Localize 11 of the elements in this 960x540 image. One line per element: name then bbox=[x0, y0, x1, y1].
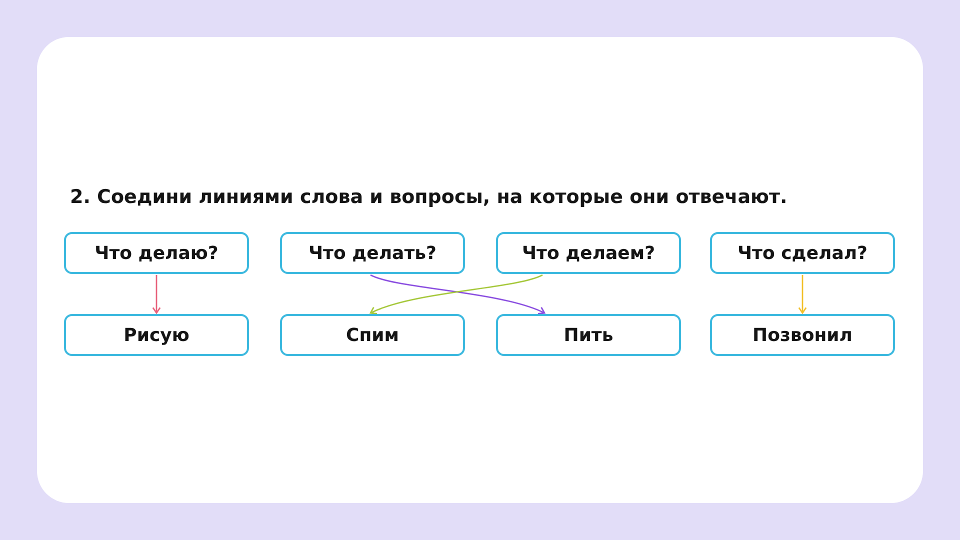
word-card: Спим bbox=[280, 314, 465, 356]
question-card: Что делаем? bbox=[496, 232, 681, 274]
arrow bbox=[152, 275, 161, 314]
task-heading: 2. Соедини линиями слова и вопросы, на которые они отвечают. bbox=[70, 185, 788, 210]
question-card: Что делаю? bbox=[64, 232, 249, 274]
question-card: Что сделал? bbox=[710, 232, 895, 274]
arrow bbox=[798, 275, 807, 314]
question-card: Что делать? bbox=[280, 232, 465, 274]
word-card: Пить bbox=[496, 314, 681, 356]
word-card: Позвонил bbox=[710, 314, 895, 356]
word-card: Рисую bbox=[64, 314, 249, 356]
